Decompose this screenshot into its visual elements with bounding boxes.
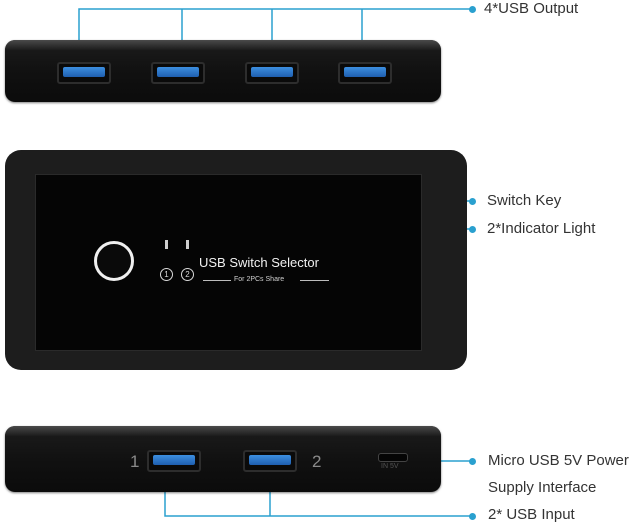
usb-output-dot <box>469 6 476 13</box>
indicator-number-1: 1 <box>160 268 173 281</box>
usb-input-dot <box>469 513 476 520</box>
switch-key-dot <box>469 198 476 205</box>
usb-output-port-3 <box>245 62 299 84</box>
indicator-number-2: 2 <box>181 268 194 281</box>
panel-line-right <box>300 280 329 281</box>
device-back-view: IN 5V <box>5 426 441 492</box>
power-label-line2: Supply Interface <box>488 479 597 496</box>
usb-input-label: 2* USB Input <box>488 506 575 523</box>
usb-input-port-1 <box>147 450 201 472</box>
power-port-label: IN 5V <box>381 463 399 470</box>
panel-line-left <box>203 280 231 281</box>
panel-title: USB Switch Selector <box>199 255 319 270</box>
usb-output-label: 4*USB Output <box>484 0 579 17</box>
usb-input-label-2: 2 <box>312 452 322 471</box>
indicator-light-2 <box>186 240 189 249</box>
device-top-view <box>5 40 441 102</box>
switch-key-label: Switch Key <box>487 192 562 209</box>
usb-output-port-4 <box>338 62 392 84</box>
device-back-edge <box>5 426 441 436</box>
micro-usb-power-port <box>378 453 408 462</box>
panel-subtitle: For 2PCs Share <box>234 276 285 283</box>
usb-output-port-2 <box>151 62 205 84</box>
device-top-edge <box>5 40 441 50</box>
indicator-light-dot <box>469 226 476 233</box>
usb-input-port-2 <box>243 450 297 472</box>
indicator-light-label: 2*Indicator Light <box>487 220 596 237</box>
usb-output-port-1 <box>57 62 111 84</box>
usb-input-label-1: 1 <box>130 452 140 471</box>
power-label-line1: Micro USB 5V Power <box>488 452 629 469</box>
switch-key-button <box>94 241 134 281</box>
indicator-light-1 <box>165 240 168 249</box>
power-dot <box>469 458 476 465</box>
